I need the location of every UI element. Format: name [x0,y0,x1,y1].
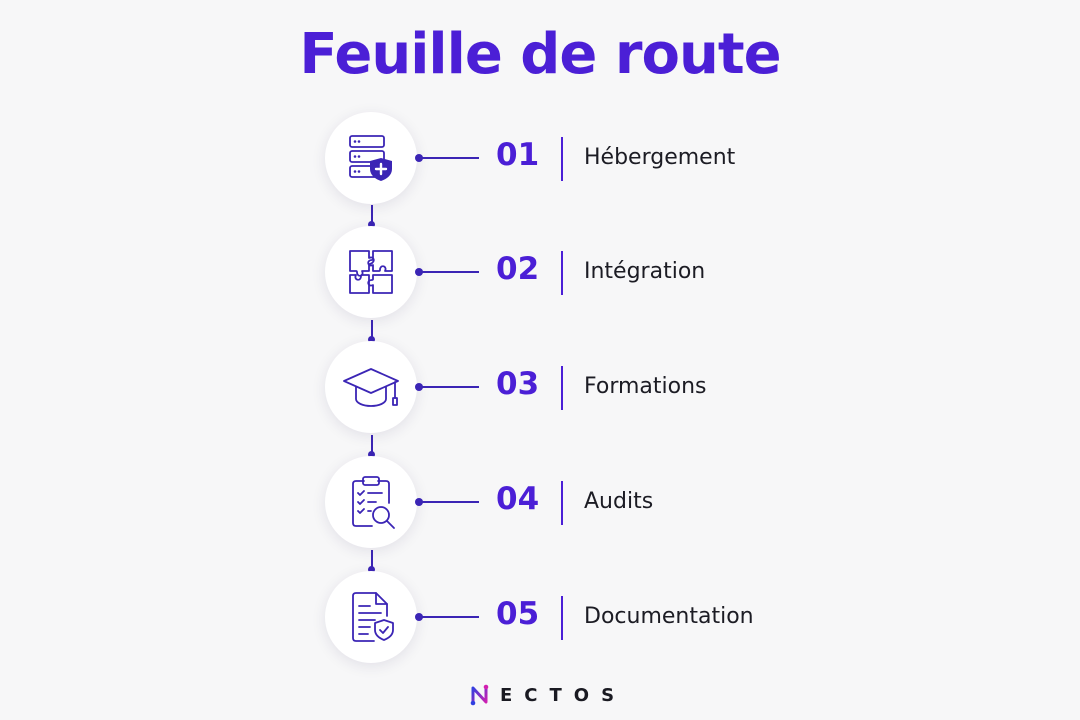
step-number: 03 [496,366,540,402]
connector-dot [415,268,423,276]
connector-line [421,501,479,503]
step-label: Audits [584,489,654,514]
puzzle-icon [349,250,393,294]
document-shield-icon [352,592,394,642]
roadmap-step: 03 Formations [0,341,1080,433]
step-label: Hébergement [584,145,736,170]
connector-line [371,205,373,225]
divider [561,251,563,295]
roadmap-step: 01 Hébergement [0,112,1080,204]
connector-dot [415,498,423,506]
step-number: 04 [496,481,540,517]
divider [561,137,563,181]
connector-line [371,435,373,455]
roadmap-step: 05 Documentation [0,571,1080,663]
step-label: Documentation [584,604,754,629]
connector-dot [415,383,423,391]
roadmap-step: 04 Audits [0,456,1080,548]
step-icon-circle [325,341,417,433]
connector-dot [368,566,375,573]
step-icon-circle [325,226,417,318]
connector-dot [368,451,375,458]
brand-logo: ECTOS [468,683,626,707]
page-title: Feuille de route [299,22,781,87]
connector-line [421,271,479,273]
connector-line [371,550,373,570]
clipboard-search-icon [352,476,395,529]
step-number: 02 [496,251,540,287]
server-shield-icon [349,135,392,181]
step-number: 05 [496,596,540,632]
step-icon-circle [325,571,417,663]
connector-line [421,386,479,388]
step-label: Intégration [584,259,706,284]
connector-line [371,320,373,340]
divider [561,481,563,525]
divider [561,366,563,410]
connector-dot [415,154,423,162]
divider [561,596,563,640]
step-label: Formations [584,374,707,399]
step-number: 01 [496,137,540,173]
connector-dot [368,221,375,228]
connector-line [421,616,479,618]
roadmap-step: 02 Intégration [0,226,1080,318]
connector-dot [415,613,423,621]
nectos-n-logo-icon [470,684,489,706]
connector-line [421,157,479,159]
graduation-cap-icon [343,368,399,407]
brand-name: ECTOS [500,684,627,706]
connector-dot [368,336,375,343]
step-icon-circle [325,112,417,204]
step-icon-circle [325,456,417,548]
